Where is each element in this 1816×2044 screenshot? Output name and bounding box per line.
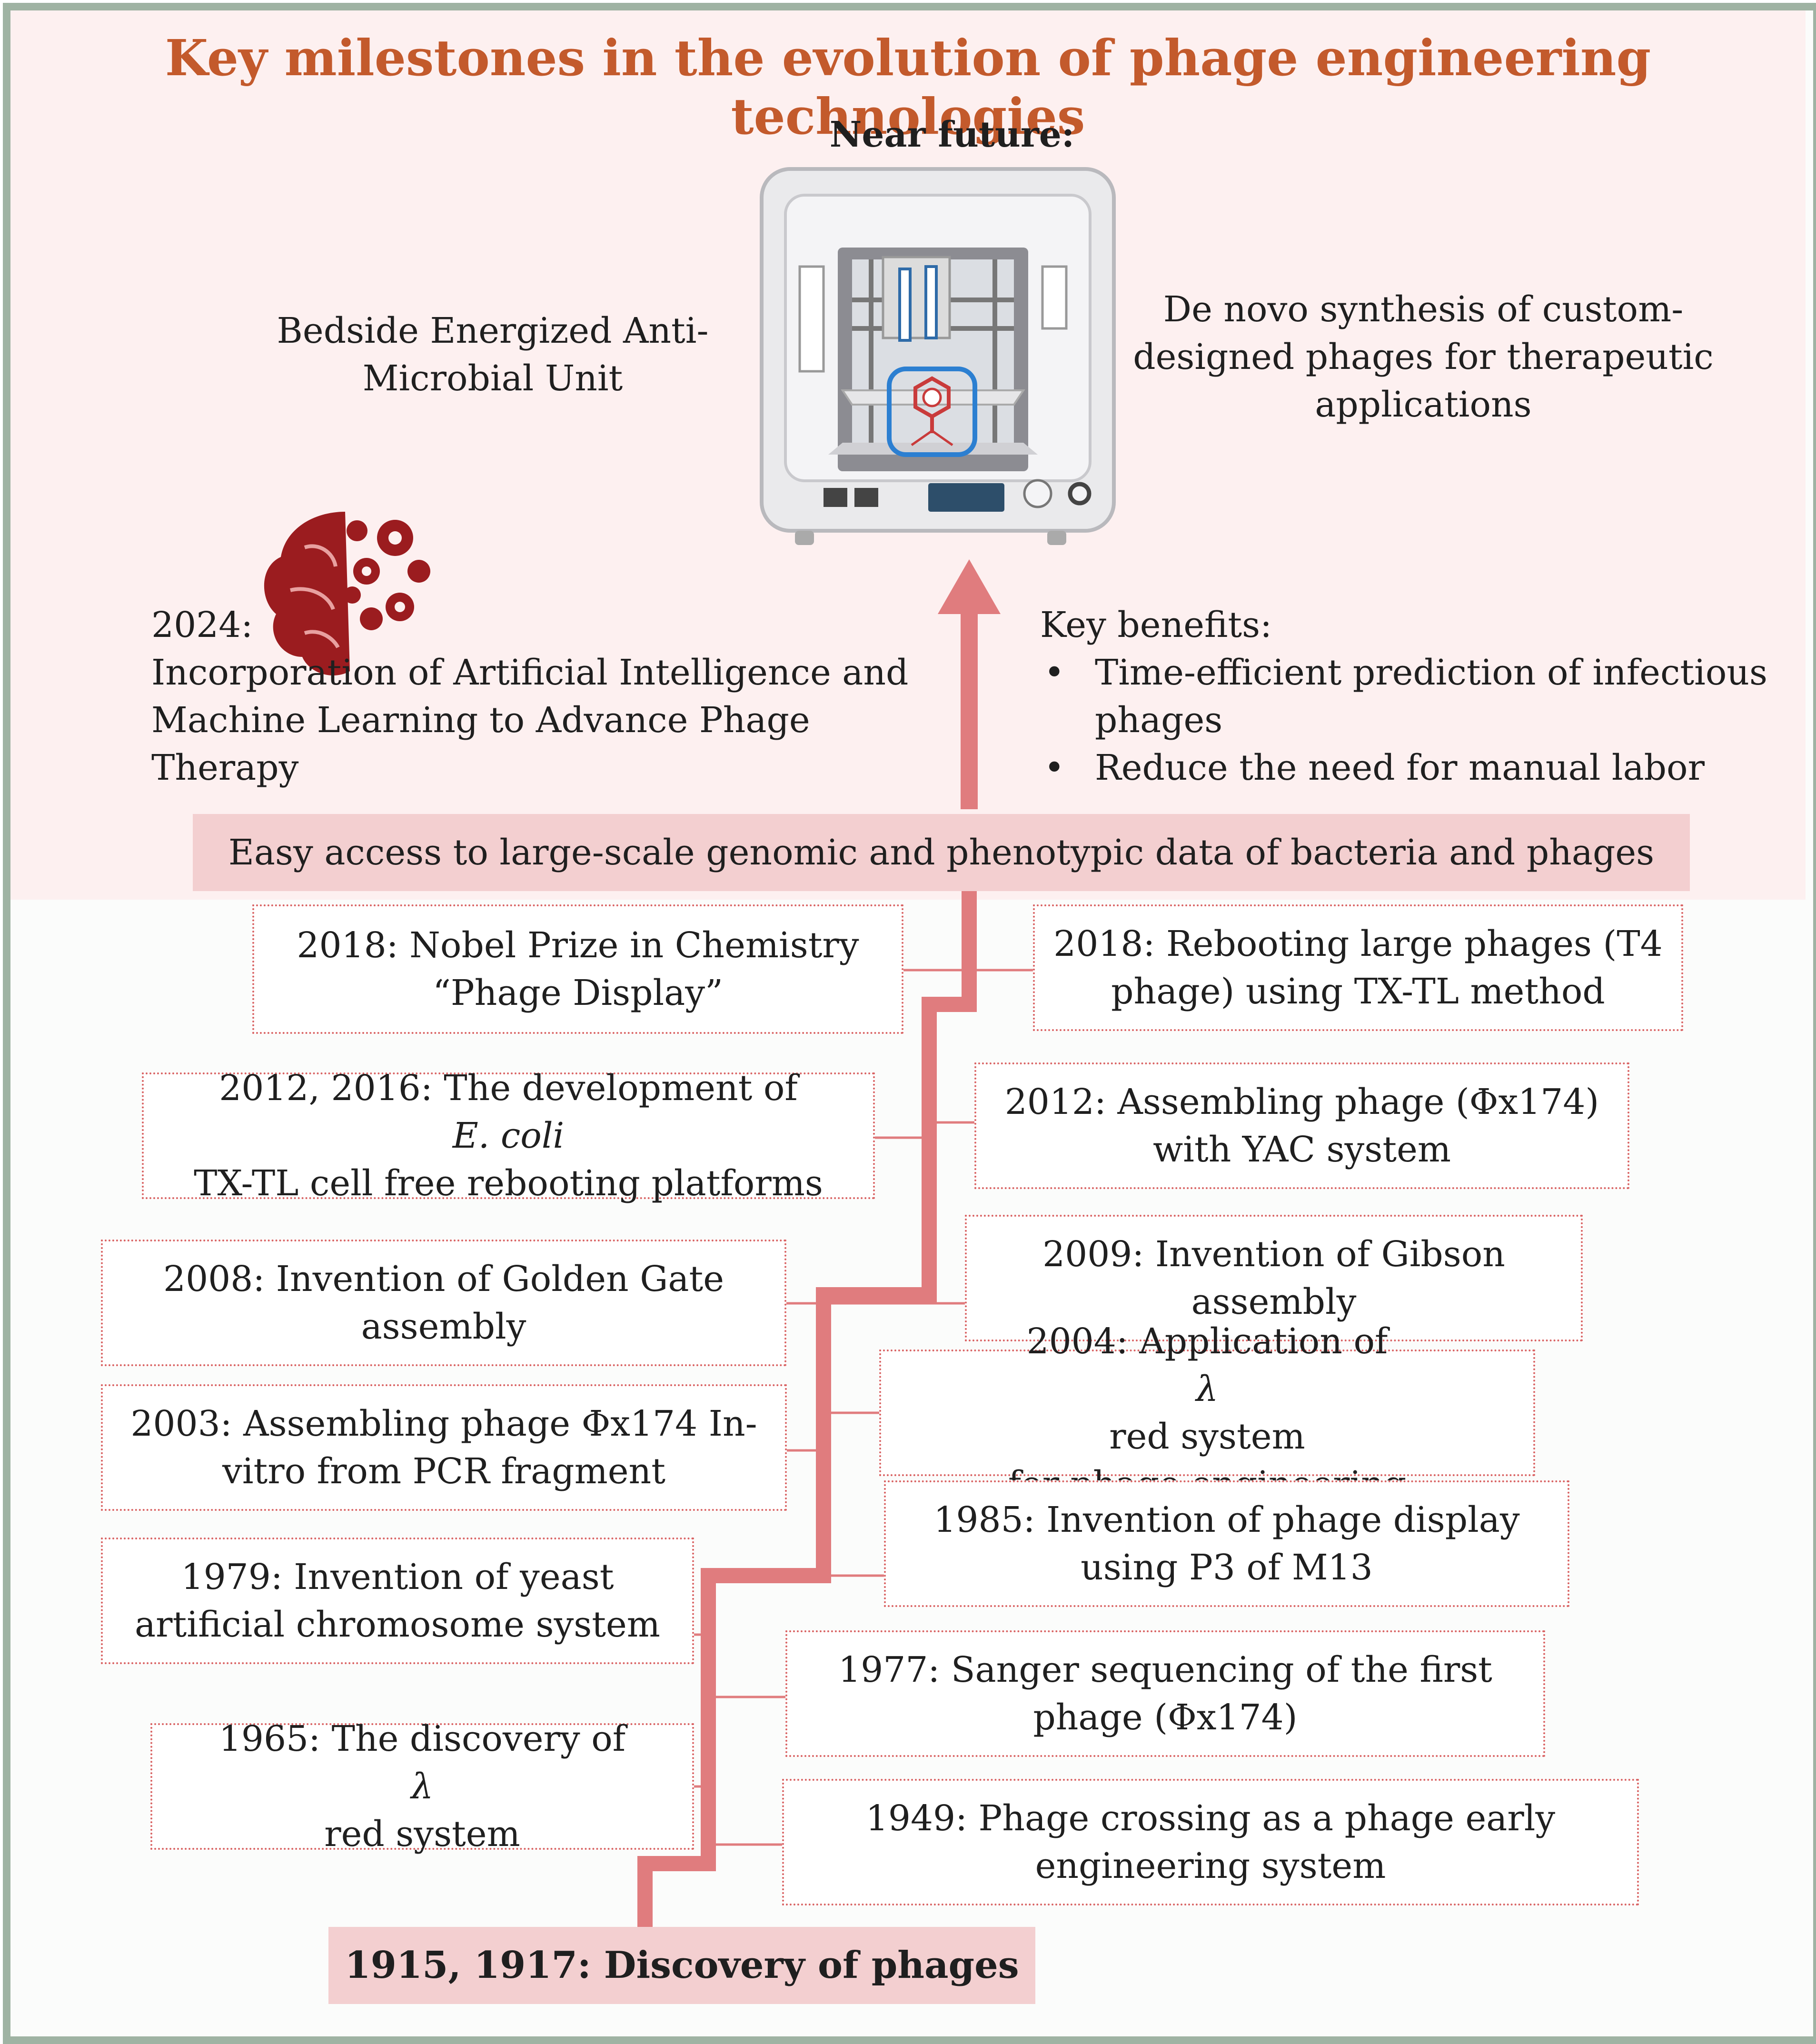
benefit-item: Time-efficient prediction of infectious …: [1040, 649, 1783, 744]
timeline-connectors: [694, 969, 1033, 1846]
benefit-item: Reduce the need for manual labor: [1040, 744, 1783, 792]
timeline-line: [637, 885, 977, 1927]
milestone-left-2018: 2018: Nobel Prize in Chemistry“Phage Dis…: [252, 904, 903, 1034]
milestone-left-2003: 2003: Assembling phage Φx174 In-vitro fr…: [101, 1384, 787, 1511]
key-benefits-heading: Key benefits:: [1040, 605, 1272, 645]
near-future-label: Near future:: [829, 114, 1075, 155]
key-benefits: Key benefits: Time-efficient prediction …: [1040, 601, 1783, 792]
page-title: Key milestones in the evolution of phage…: [165, 29, 1651, 146]
bedside-unit-label: Bedside Energized Anti- Microbial Unit: [277, 310, 709, 399]
ai-2024-milestone: 2024: Incorporation of Artificial Intell…: [151, 605, 909, 788]
milestone-right-2004: 2004: Application of λ red systemfor pha…: [879, 1321, 1535, 1505]
phage-icon: [911, 376, 953, 447]
de-novo-synthesis-label: De novo synthesis of custom- designed ph…: [1133, 289, 1714, 425]
ai-brain-gears-icon: [264, 512, 430, 675]
3d-printer-icon: [760, 167, 1116, 545]
timeline-arrow-head: [938, 559, 1001, 614]
origin-discovery-box: 1915, 1917: Discovery of phages: [328, 1927, 1035, 2004]
data-access-bar: Easy access to large-scale genomic and p…: [193, 814, 1690, 891]
milestone-right-2012: 2012: Assembling phage (Φx174)with YAC s…: [974, 1062, 1629, 1189]
